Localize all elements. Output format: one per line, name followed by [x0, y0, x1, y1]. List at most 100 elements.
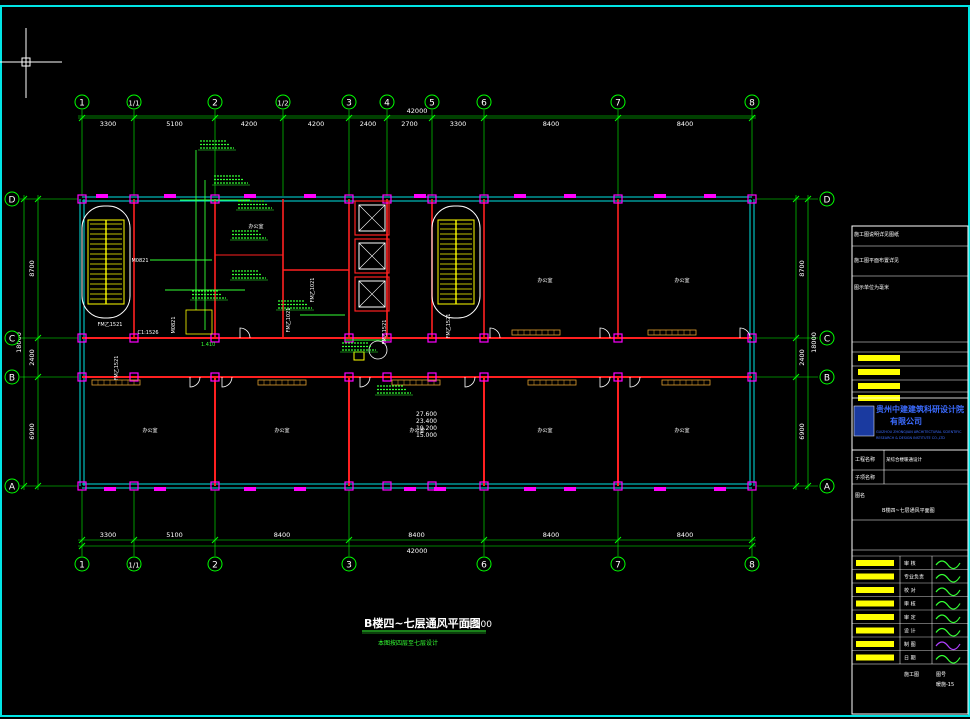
axis-bubble: 7	[610, 556, 626, 572]
window-mark	[294, 487, 306, 491]
window-mark	[564, 487, 576, 491]
shaft-box	[185, 309, 213, 335]
window-mark	[414, 194, 426, 198]
signature-icon	[935, 614, 961, 624]
furniture-strip	[391, 379, 441, 386]
signature-icon	[935, 573, 961, 583]
window-mark	[304, 194, 316, 198]
axis-bubble: 8	[744, 94, 760, 110]
elevator-shaft	[354, 276, 390, 312]
axis-bubble: 3	[341, 556, 357, 572]
column	[479, 372, 489, 382]
door-swing	[739, 327, 751, 339]
company-en-2: RESEARCH & DESIGN INSTITUTE CO.,LTD	[876, 436, 945, 440]
dimension-text: 8700	[28, 260, 36, 277]
duct-size-label: 1.410	[201, 342, 215, 348]
dimension-text: 5100	[166, 120, 183, 128]
axis-bubble: 6	[476, 556, 492, 572]
dimension-text: 6900	[798, 423, 806, 440]
axis-bubble: 4	[379, 94, 395, 110]
window-mark	[404, 487, 416, 491]
door-swing	[221, 376, 233, 388]
elevator-shaft	[354, 200, 390, 236]
furniture-strip	[91, 379, 141, 386]
furniture-strip	[647, 329, 697, 336]
axis-label: 1	[79, 99, 85, 109]
signature-stamp	[856, 641, 894, 647]
dimension-text: 8400	[408, 531, 425, 539]
hvac-annotation	[198, 140, 236, 151]
axis-label: 1/2	[277, 100, 288, 108]
axis-bubble: A	[4, 478, 20, 494]
window-mark	[564, 194, 576, 198]
axis-bubble: 1/2	[275, 94, 291, 110]
window-mark	[514, 194, 526, 198]
column	[479, 333, 489, 343]
door-tag: FM乙1521	[113, 356, 120, 381]
elevation-mark: 27.600	[416, 411, 437, 418]
title-note: 图示单位为毫米	[854, 284, 889, 291]
axis-label: 3	[346, 99, 352, 109]
axis-bubble: C	[4, 330, 20, 346]
dimension-text: 8400	[677, 531, 694, 539]
column	[427, 372, 437, 382]
signature-stamp	[856, 573, 894, 580]
column	[613, 333, 623, 343]
column	[77, 333, 87, 343]
window-mark	[164, 194, 176, 198]
stairwell	[81, 205, 131, 319]
signature-stamp	[856, 654, 894, 661]
door-swing	[629, 376, 641, 388]
column	[747, 194, 757, 204]
column	[747, 372, 757, 382]
stamp-bar	[858, 369, 900, 375]
stamp-bar	[858, 383, 900, 389]
dimension-text: 4200	[308, 120, 325, 128]
sign-role: 校 对	[904, 587, 916, 594]
elevator-shaft	[354, 238, 390, 274]
signature-stamp	[856, 600, 894, 607]
signature-icon	[935, 600, 961, 610]
window-mark	[154, 487, 166, 491]
axis-label: 1/1	[128, 100, 139, 108]
project-value: 某综合楼暖通设计	[886, 456, 922, 463]
axis-bubble: 5	[424, 94, 440, 110]
column	[129, 333, 139, 343]
window-mark	[704, 194, 716, 198]
furniture-strip	[257, 379, 307, 386]
sign-role: 日 期	[904, 656, 916, 662]
door-tag: FM乙1521	[98, 321, 123, 328]
door-swing	[189, 376, 201, 388]
drawing-title-block: B楼四~七层通风平面图 1:100 本图按四层至七层设计	[362, 616, 492, 647]
window-mark	[654, 487, 666, 491]
dimension-text: 8700	[798, 260, 806, 277]
title-block: 施工图说明详见图纸施工图平面布置详见图示单位为毫米贵州中建建筑科研设计院有限公司…	[851, 225, 969, 715]
dimension-text: 8400	[543, 531, 560, 539]
drawing-scale: 1:100	[466, 620, 492, 630]
window-mark	[524, 487, 536, 491]
drawing-name-value: B楼四~七层通风平面图	[882, 507, 935, 514]
door-tag: FM乙1521	[381, 320, 388, 345]
ventilation-ducts	[150, 150, 390, 341]
door-swing	[359, 376, 371, 388]
column	[344, 194, 354, 204]
axis-label: A	[9, 483, 16, 493]
axis-bubble: 1/1	[126, 556, 142, 572]
axis-label: 2	[212, 99, 218, 109]
signature-icon	[935, 587, 961, 597]
axis-label: 8	[749, 99, 755, 109]
axis-bubble: 7	[610, 94, 626, 110]
hvac-annotation	[340, 342, 378, 353]
signature-stamp	[856, 587, 894, 593]
signature-icon	[935, 641, 961, 651]
sign-role: 设 计	[904, 628, 916, 635]
dimension-text: 2400	[28, 349, 36, 366]
sign-role: 审 核	[904, 601, 916, 608]
axis-bubble: 2	[207, 94, 223, 110]
axis-label: 6	[481, 561, 487, 571]
axis-label: C	[9, 335, 15, 345]
